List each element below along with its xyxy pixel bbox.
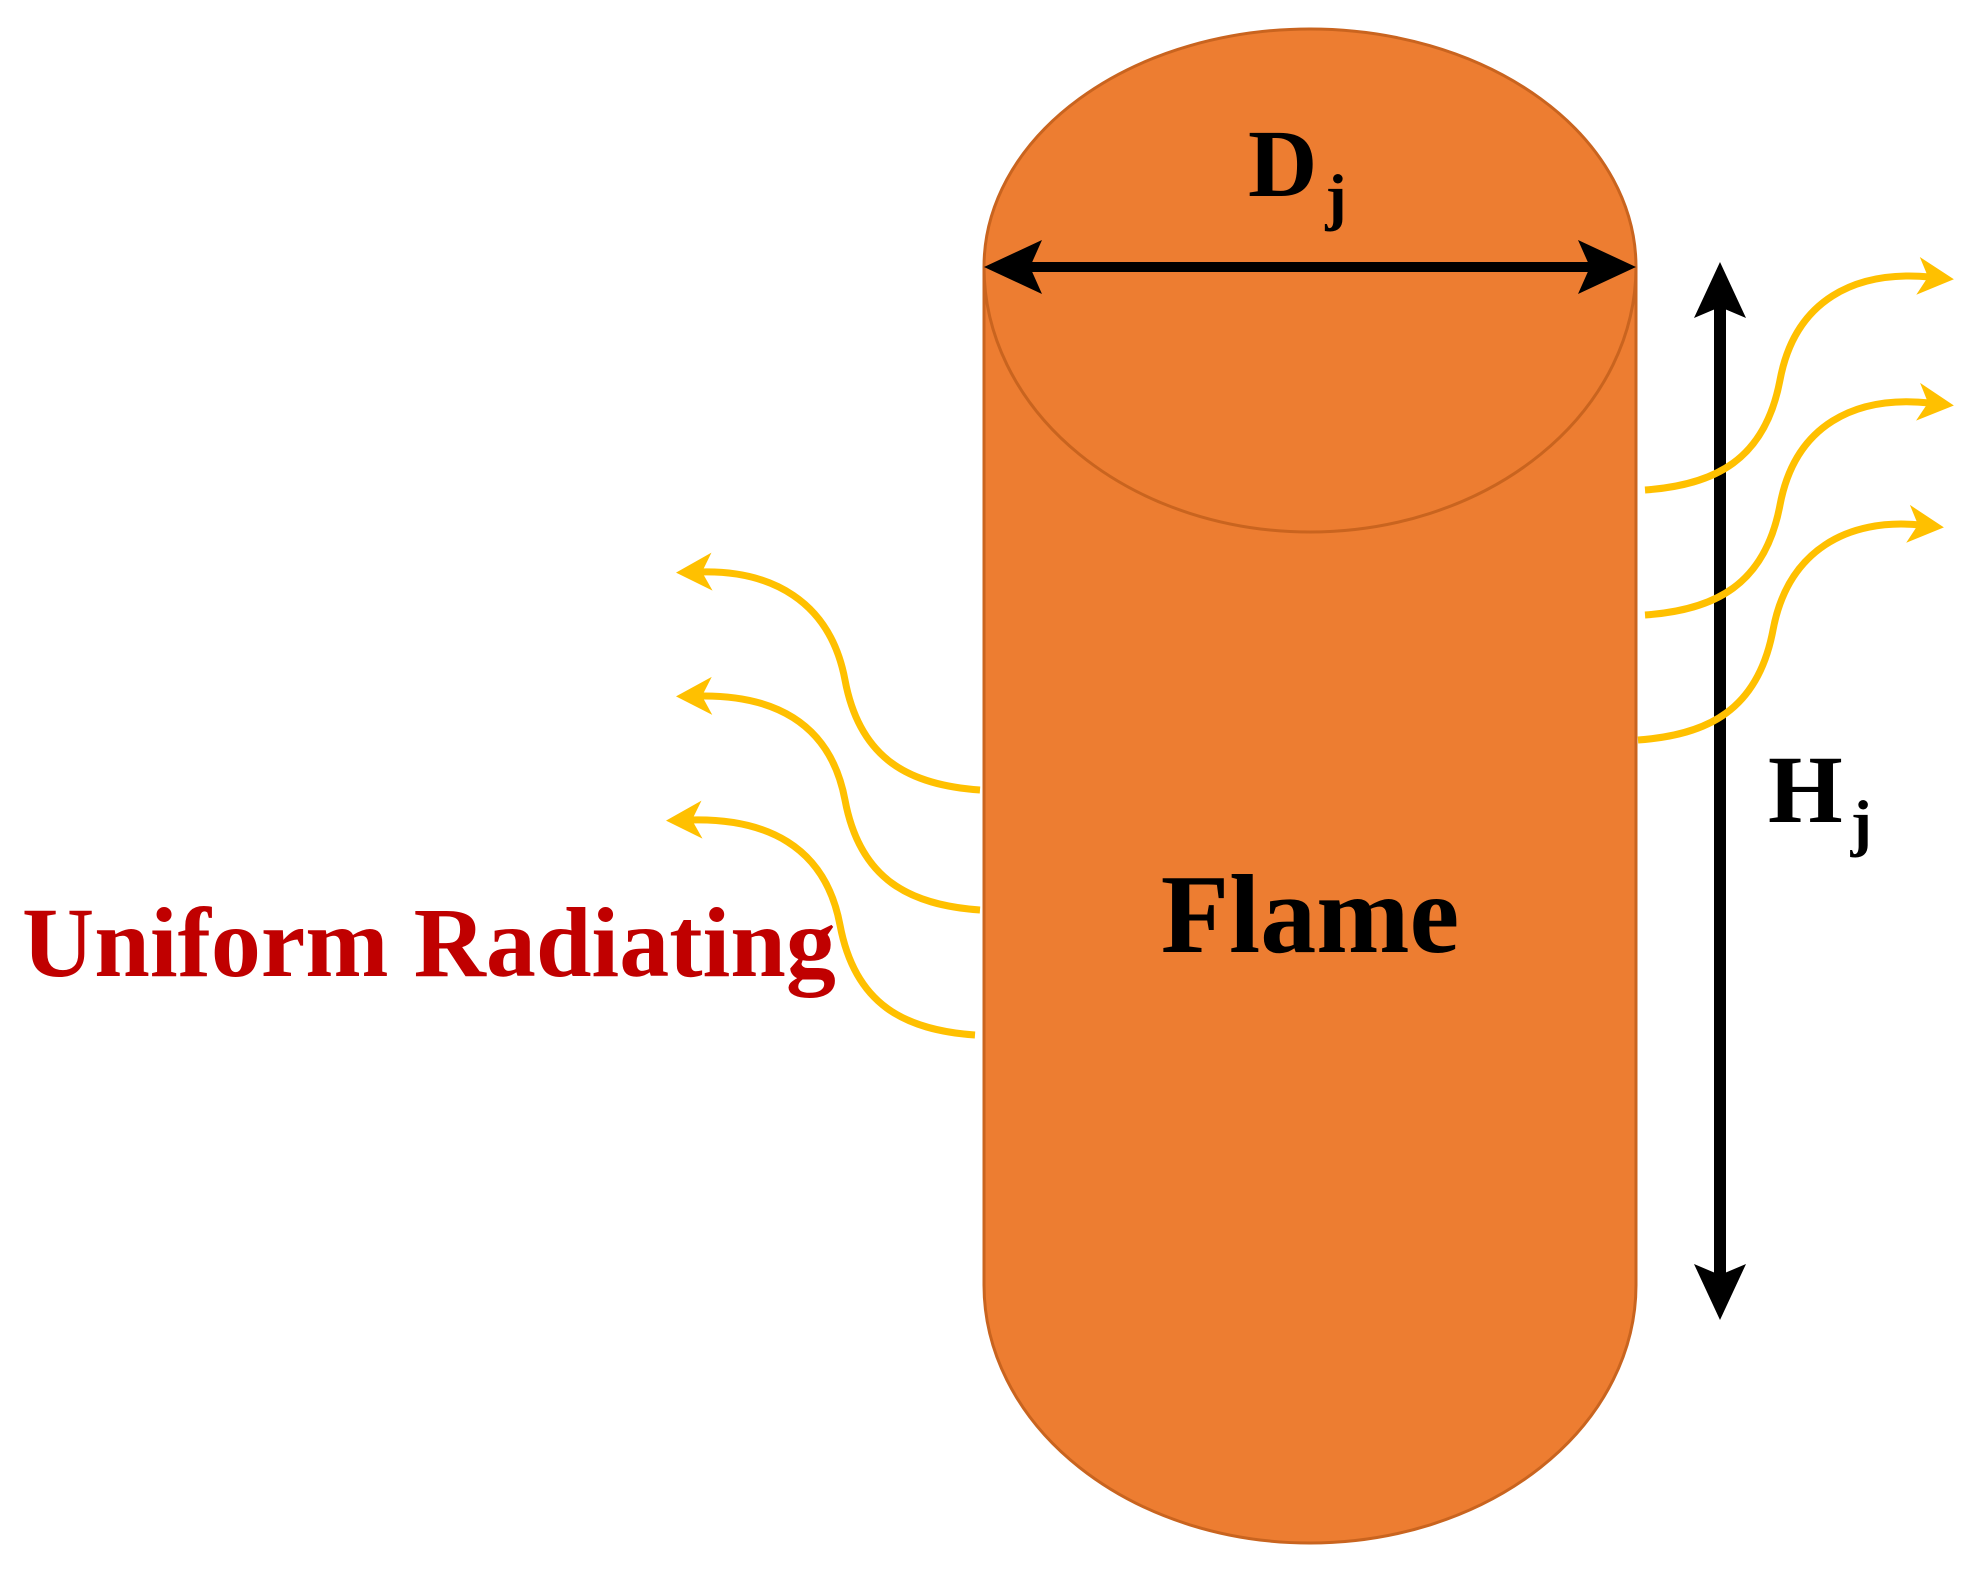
height-label-main: H [1768, 736, 1843, 843]
radiation-arrow-left-3 [666, 800, 976, 1039]
radiation-arrow-left-1 [676, 552, 981, 794]
flame-cylinder-body [982, 27, 1638, 1545]
diameter-label-main: D [1248, 110, 1317, 217]
radiation-arrow-right-2 [1644, 382, 1954, 619]
flame-label: Flame [1161, 853, 1460, 977]
left-radiation-arrows [666, 552, 981, 1039]
uniform-radiating-label: Uniform Radiating [22, 887, 836, 998]
radiation-arrow-right-3 [1637, 504, 1944, 744]
height-label-subscript: j [1850, 787, 1872, 858]
radiation-arrow-left-2 [676, 676, 981, 914]
diameter-arrow [984, 240, 1636, 294]
diameter-label-subscript: j [1324, 161, 1346, 232]
height-arrow [1694, 262, 1746, 1320]
cylinder-top-ellipse-rim [982, 266, 1638, 534]
right-radiation-arrows [1637, 256, 1954, 744]
radiation-arrow-right-1 [1644, 256, 1954, 494]
